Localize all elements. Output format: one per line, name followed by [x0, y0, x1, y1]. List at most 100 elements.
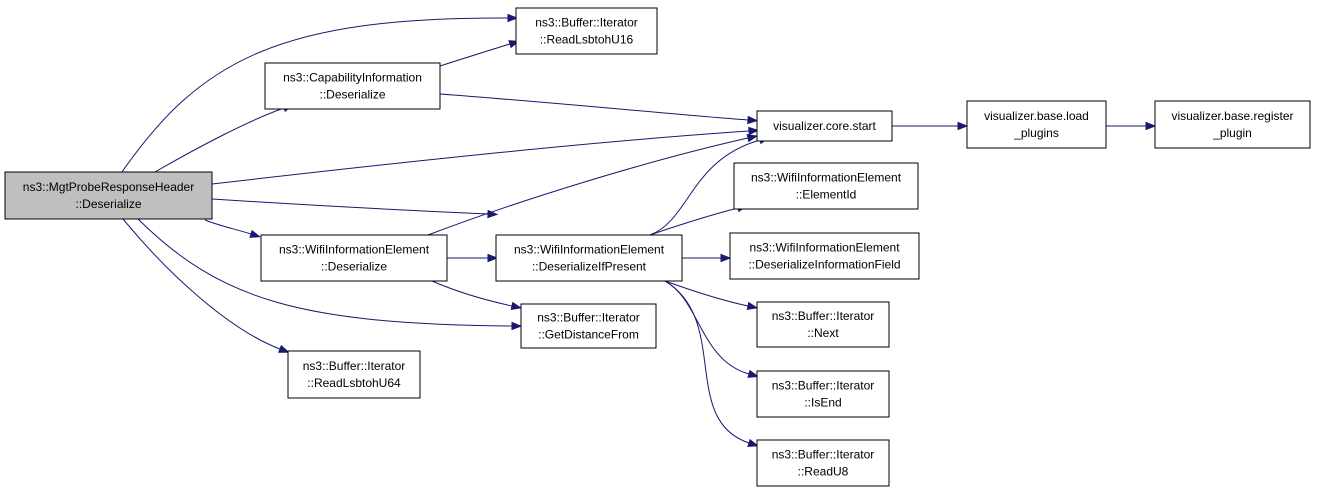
edge-mgt-to-cap	[154, 104, 294, 173]
edges-layer	[121, 13, 1157, 447]
edge-line	[211, 130, 750, 185]
arrow-head-icon	[720, 253, 732, 263]
node-label-line: ns3::Buffer::Iterator	[772, 448, 875, 462]
edge-line	[204, 219, 252, 235]
node-label-line: ns3::WifiInformationElement	[749, 241, 900, 255]
edge-line	[439, 93, 749, 121]
edge-line	[137, 218, 513, 327]
node-dif[interactable]: ns3::WifiInformationElement::Deserialize…	[729, 232, 920, 280]
nodes-layer: ns3::MgtProbeResponseHeader::Deserialize…	[4, 7, 1311, 487]
node-box	[4, 171, 213, 220]
edge-line	[439, 43, 511, 67]
arrow-head-icon	[507, 13, 519, 23]
edge-wie_dip-to-isend	[664, 280, 759, 378]
node-label-line: ns3::Buffer::Iterator	[772, 379, 875, 393]
edge-line	[121, 17, 509, 173]
node-label-line: ::Next	[807, 326, 839, 340]
edge-wie_dip-to-dif	[682, 253, 732, 263]
node-eid[interactable]: ns3::WifiInformationElement::ElementId	[733, 162, 919, 210]
edge-mgt-to-vcs	[211, 126, 760, 185]
edge-line	[649, 139, 761, 236]
node-vbr[interactable]: visualizer.base.register _plugin	[1154, 100, 1311, 149]
node-box	[1154, 100, 1311, 149]
edge-line	[154, 107, 285, 173]
node-box	[756, 439, 890, 487]
node-box	[756, 370, 890, 418]
node-next[interactable]: ns3::Buffer::Iterator::Next	[756, 301, 890, 348]
node-label-line: ::ReadLsbtohU16	[540, 33, 634, 47]
node-box	[264, 62, 441, 110]
node-u16[interactable]: ns3::Buffer::Iterator::ReadLsbtohU16	[515, 7, 658, 55]
node-label-line: ::GetDistanceFrom	[538, 328, 639, 342]
arrow-head-icon	[511, 321, 523, 331]
arrow-head-icon	[278, 344, 290, 353]
node-box	[495, 234, 683, 282]
node-label-line: visualizer.base.register	[1171, 109, 1293, 123]
node-label-line: ::Deserialize	[321, 260, 387, 274]
node-label-line: ns3::CapabilityInformation	[283, 71, 422, 85]
edge-mgt-to-gdf	[137, 218, 523, 331]
node-label-line: ::ElementId	[796, 188, 857, 202]
arrow-head-icon	[748, 126, 760, 136]
node-label-line: _plugin	[1212, 126, 1252, 140]
node-cap[interactable]: ns3::CapabilityInformation::Deserialize	[264, 62, 441, 110]
edge-wie_dip-to-next	[664, 280, 759, 311]
edge-cap-to-vcs	[439, 93, 759, 125]
node-box	[756, 301, 890, 348]
node-mgt[interactable]: ns3::MgtProbeResponseHeader::Deserialize	[4, 171, 213, 220]
edge-mgt-to-u16	[121, 13, 519, 173]
node-label-line: ns3::WifiInformationElement	[751, 171, 902, 185]
node-label-line: ::DeserializeInformationField	[748, 258, 900, 272]
node-label-line: ::Deserialize	[319, 88, 385, 102]
arrow-head-icon	[1145, 121, 1157, 131]
node-label-line: ns3::Buffer::Iterator	[535, 16, 638, 30]
node-box	[733, 162, 919, 210]
edge-wie_dip-to-ru8	[664, 280, 759, 447]
node-box	[520, 303, 657, 349]
node-box	[260, 234, 448, 282]
arrow-head-icon	[747, 369, 759, 378]
node-label-line: _plugins	[1013, 126, 1059, 140]
arrow-head-icon	[249, 229, 261, 238]
edge-line	[211, 198, 489, 215]
edge-cap-to-u16	[439, 40, 520, 67]
node-wie-dip[interactable]: ns3::WifiInformationElement::Deserialize…	[495, 234, 683, 282]
edge-mgt-to-u64	[122, 218, 290, 353]
node-box	[966, 100, 1107, 149]
node-label-line: ns3::Buffer::Iterator	[303, 359, 406, 373]
node-isend[interactable]: ns3::Buffer::Iterator::IsEnd	[756, 370, 890, 418]
node-label-line: visualizer.base.load	[984, 109, 1089, 123]
node-box	[729, 232, 920, 280]
node-vbl[interactable]: visualizer.base.load _plugins	[966, 100, 1107, 149]
node-label-line: ::ReadLsbtohU64	[307, 376, 401, 390]
node-label-line: ::Deserialize	[75, 197, 141, 211]
node-label-line: ::IsEnd	[804, 396, 841, 410]
node-gdf[interactable]: ns3::Buffer::Iterator::GetDistanceFrom	[520, 303, 657, 349]
node-wie-deser[interactable]: ns3::WifiInformationElement::Deserialize	[260, 234, 448, 282]
arrow-head-icon	[746, 133, 759, 143]
edge-line	[649, 207, 739, 236]
edge-line	[664, 280, 749, 307]
edge-line	[431, 280, 513, 307]
arrow-head-icon	[747, 115, 759, 125]
node-box	[287, 350, 421, 399]
node-label-line: ::ReadU8	[798, 465, 849, 479]
edge-vcs-to-vbl	[892, 121, 969, 131]
node-label-line: ns3::Buffer::Iterator	[772, 309, 875, 323]
node-label-line: ns3::MgtProbeResponseHeader	[23, 180, 194, 194]
edge-mgt-to-wie_deser	[204, 219, 261, 238]
edge-wie_deser-to-vcs	[427, 133, 759, 236]
node-label-line: visualizer.core.start	[773, 119, 876, 133]
edge-wie_deser-to-gdf	[431, 280, 523, 311]
node-vcs[interactable]: visualizer.core.start	[756, 110, 893, 142]
node-u64[interactable]: ns3::Buffer::Iterator::ReadLsbtohU64	[287, 350, 421, 399]
edge-vbl-to-vbr	[1106, 121, 1157, 131]
node-ru8[interactable]: ns3::Buffer::Iterator::ReadU8	[756, 439, 890, 487]
node-box	[515, 7, 658, 55]
edge-line	[122, 218, 281, 350]
node-label-line: ::DeserializeIfPresent	[532, 260, 647, 274]
node-label-line: ns3::WifiInformationElement	[514, 243, 665, 257]
edge-mgt-to-wie_dip	[211, 198, 499, 219]
edge-wie_deser-to-wie_dip	[447, 253, 499, 263]
node-label-line: ns3::Buffer::Iterator	[537, 311, 640, 325]
